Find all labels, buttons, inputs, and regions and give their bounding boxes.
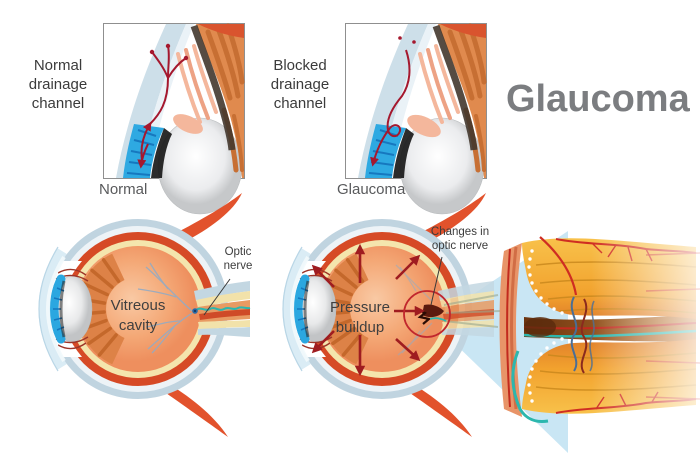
iris — [293, 274, 310, 344]
blocked-drainage-illustration — [358, 23, 487, 215]
nerve-damage-blot — [422, 304, 444, 318]
blocked-channel-label: Blocked drainage channel — [270, 57, 330, 112]
normal-drainage-illustration — [116, 23, 245, 215]
page-title: Glaucoma — [506, 78, 690, 120]
ciliary-body-fan — [76, 253, 125, 365]
normal-inset-frame — [103, 23, 245, 215]
lamina-cribrosa-dots — [527, 249, 564, 403]
normal-channel-label: Normal drainage channel — [28, 57, 88, 112]
iris — [49, 274, 66, 344]
pressure-arrows — [311, 243, 426, 377]
cornea — [38, 246, 67, 372]
optic-nerve-damaged — [417, 281, 501, 337]
normal-eye-illustration — [22, 193, 251, 437]
cornea — [282, 246, 311, 372]
drainage-flow-arrows — [137, 43, 189, 169]
highlight-circle — [403, 290, 451, 338]
teal-vessel — [511, 350, 549, 423]
blocked-inset-frame — [345, 23, 487, 215]
inset-caption-glaucoma: Glaucoma — [337, 181, 406, 198]
changes-pointer-line — [430, 256, 443, 306]
changes-callout-label: Changes in optic nerve — [430, 226, 490, 252]
retinal-vessels — [137, 262, 193, 354]
blocked-flow-arrows — [370, 36, 416, 167]
vitreous-cavity-label: Vitreous cavity — [110, 297, 166, 334]
eye-muscles — [403, 193, 486, 437]
ciliary-body-mass — [432, 23, 487, 178]
retinal-vessels — [395, 264, 433, 356]
ciliary-body-mass — [190, 23, 245, 178]
pressure-buildup-label: Pressure buildup — [329, 299, 391, 336]
glaucoma-eye-illustration — [266, 193, 501, 437]
eye-muscles — [159, 193, 242, 437]
optic-nerve-callout-label: Optic nerve — [223, 246, 253, 272]
trabecular-meshwork-blocked — [407, 44, 460, 138]
white-fade — [591, 211, 700, 446]
inset-caption-normal: Normal — [99, 181, 148, 198]
optic-nerve-pointer-line — [203, 278, 231, 316]
nerve-head-cross-section — [499, 211, 700, 446]
optic-nerve-detail-illustration — [448, 211, 700, 453]
